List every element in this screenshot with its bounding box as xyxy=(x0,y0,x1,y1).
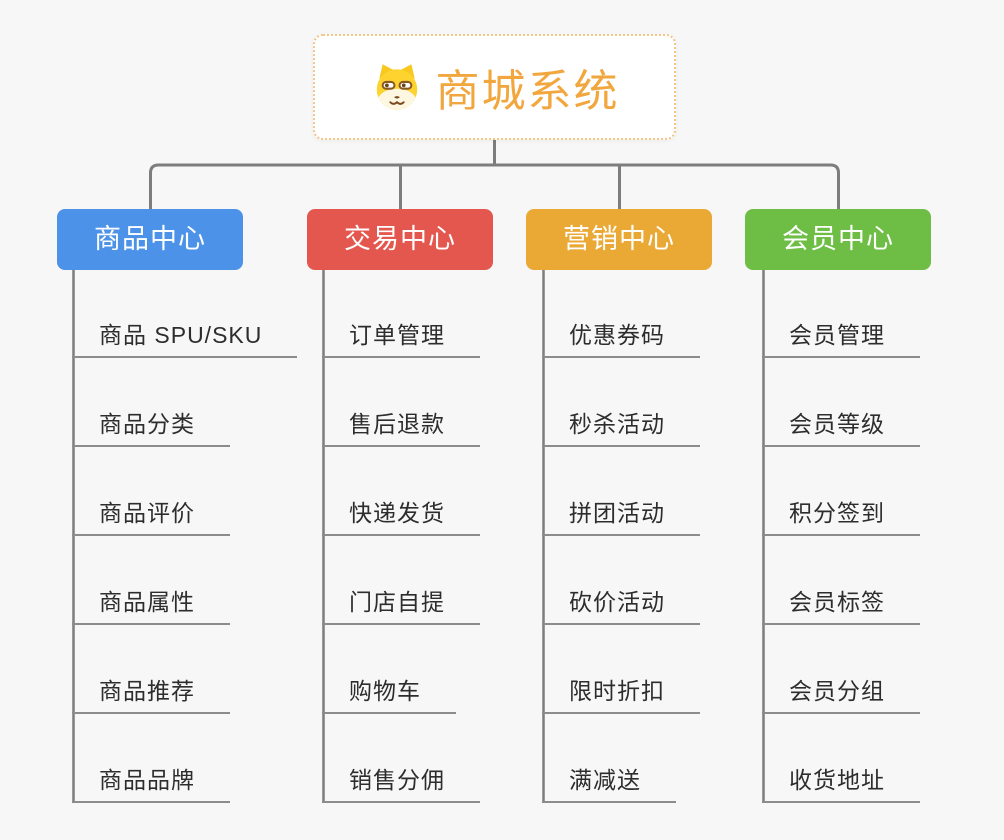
leaf-node[interactable]: 会员分组 xyxy=(762,678,920,714)
branch-drop-line xyxy=(149,163,159,210)
branch-node-marketing-center[interactable]: 营销中心 xyxy=(526,209,712,270)
leaf-node[interactable]: 会员标签 xyxy=(762,589,920,625)
leaf-node[interactable]: 限时折扣 xyxy=(542,678,700,714)
leaf-node[interactable]: 商品分类 xyxy=(72,411,230,447)
leaf-node[interactable]: 砍价活动 xyxy=(542,589,700,625)
leaf-node[interactable]: 快递发货 xyxy=(322,500,480,536)
branch-node-member-center[interactable]: 会员中心 xyxy=(745,209,931,270)
branch-node-trade-center[interactable]: 交易中心 xyxy=(307,209,493,270)
leaf-node[interactable]: 门店自提 xyxy=(322,589,480,625)
leaf-node[interactable]: 商品 SPU/SKU xyxy=(72,322,298,358)
leaf-node[interactable]: 销售分佣 xyxy=(322,767,480,803)
leaf-node[interactable]: 优惠券码 xyxy=(542,322,700,358)
leaf-node[interactable]: 商品评价 xyxy=(72,500,230,536)
root-title: 商城系统 xyxy=(435,67,620,116)
leaf-node[interactable]: 订单管理 xyxy=(322,322,480,358)
branch-node-product-center[interactable]: 商品中心 xyxy=(57,209,243,270)
leaf-node[interactable]: 会员管理 xyxy=(762,322,920,358)
leaf-node[interactable]: 秒杀活动 xyxy=(542,411,700,447)
leaf-node[interactable]: 收货地址 xyxy=(762,767,920,803)
leaf-node[interactable]: 积分签到 xyxy=(762,500,920,536)
branch-drop-line xyxy=(830,163,840,210)
leaf-node[interactable]: 售后退款 xyxy=(322,411,480,447)
leaf-node[interactable]: 拼团活动 xyxy=(542,500,700,536)
leaf-node[interactable]: 商品品牌 xyxy=(72,767,230,803)
leaf-node[interactable]: 商品属性 xyxy=(72,589,230,625)
leaf-node[interactable]: 会员等级 xyxy=(762,411,920,447)
dog-face-icon xyxy=(376,64,417,110)
root-node[interactable]: 商城系统 xyxy=(313,34,676,140)
leaf-node[interactable]: 商品推荐 xyxy=(72,678,230,714)
leaf-node[interactable]: 购物车 xyxy=(322,678,456,714)
leaf-node[interactable]: 满减送 xyxy=(542,767,676,803)
